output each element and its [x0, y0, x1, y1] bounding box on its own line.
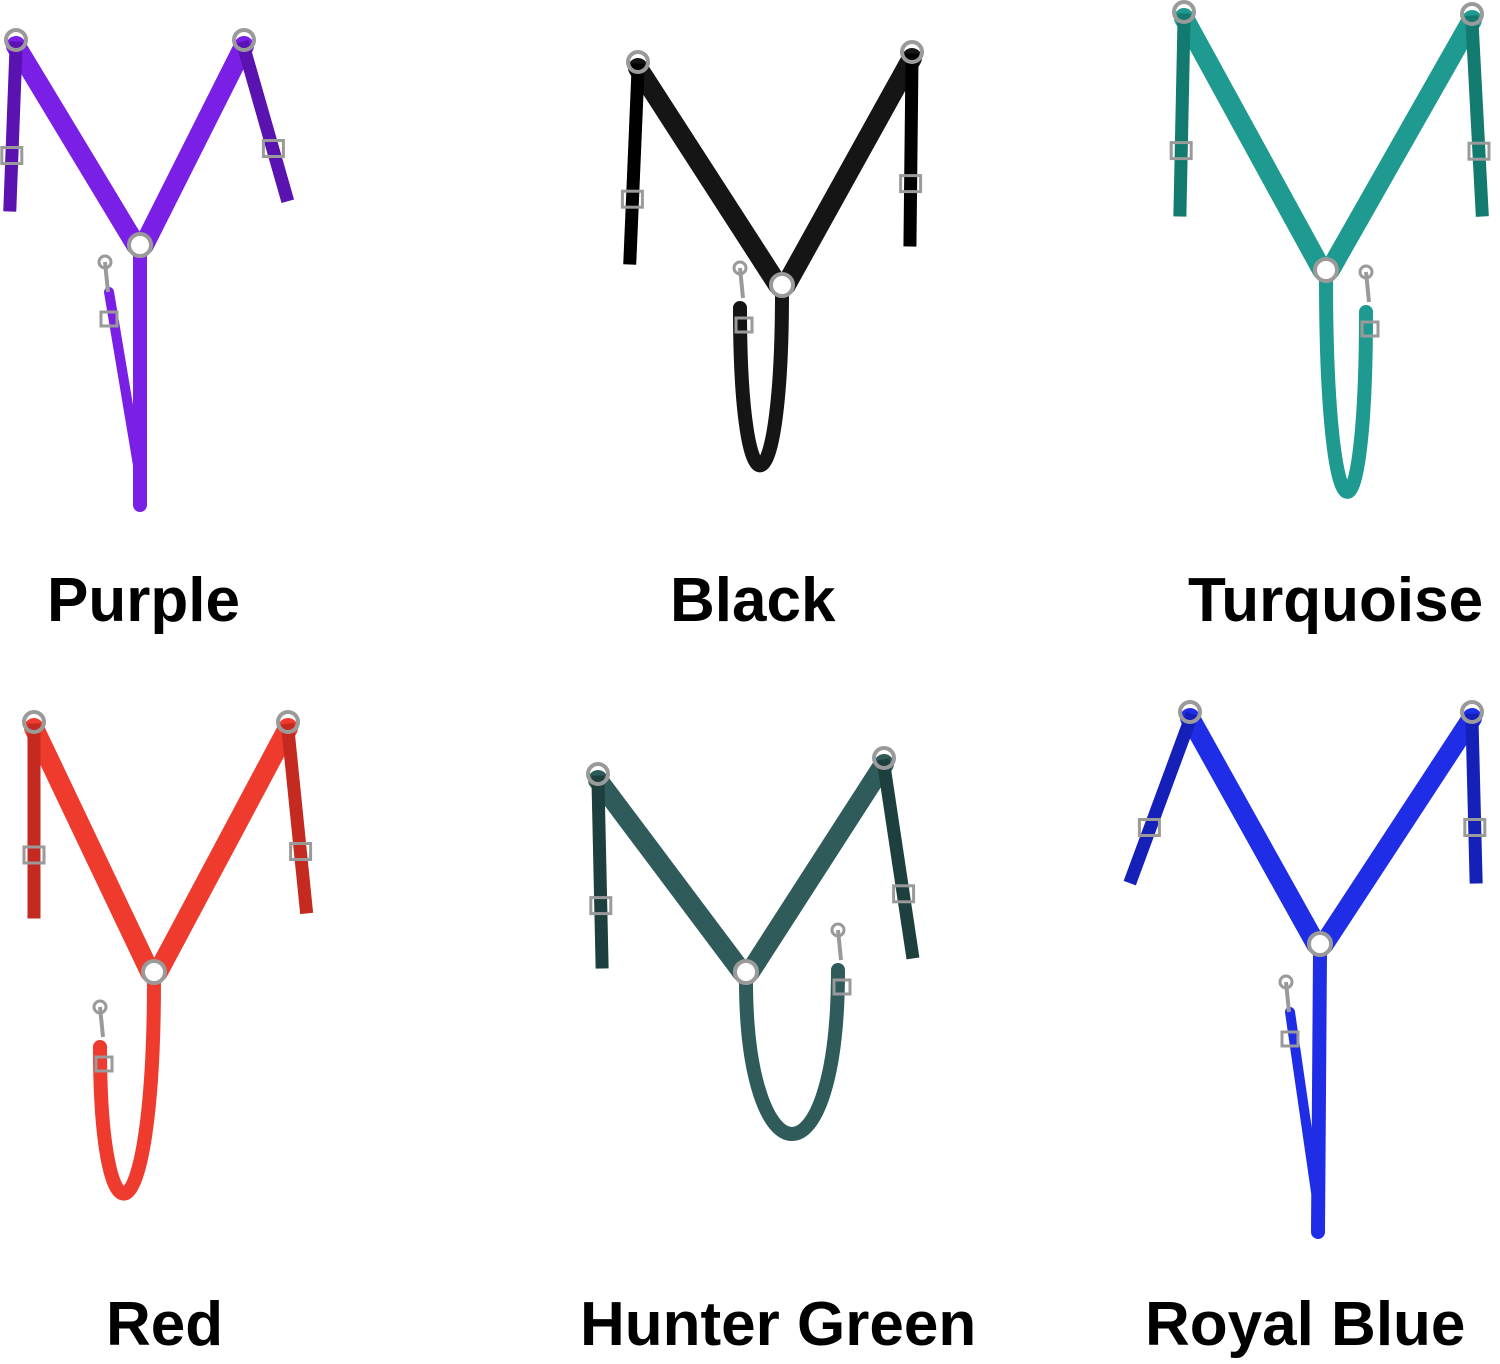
ring-right: [1460, 700, 1484, 724]
tug-right: [235, 39, 295, 204]
ring-center: [127, 232, 153, 258]
tug-right: [903, 53, 919, 247]
martingale-strap-inner: [1285, 1007, 1321, 1197]
color-label-black: Black: [670, 566, 836, 635]
strap-left: [24, 718, 160, 982]
buckle-right: [892, 884, 916, 904]
snap-buckle: [99, 310, 119, 328]
tug-left: [3, 41, 23, 212]
snap-buckle: [1280, 1030, 1300, 1048]
ring-left: [1178, 700, 1202, 724]
tug-right: [280, 722, 314, 915]
product-black: Black: [500, 0, 1000, 682]
color-label-royal-blue: Royal Blue: [1145, 1290, 1466, 1359]
color-label-red: Red: [106, 1290, 224, 1359]
buckle-left: [1137, 818, 1161, 837]
breastcollar-hunter-green-image: [586, 746, 920, 1141]
ring-right: [232, 28, 256, 52]
ring-center: [733, 959, 759, 985]
strap-right: [148, 718, 298, 982]
tug-left: [1173, 13, 1191, 217]
breastcollar-red-image: [22, 710, 314, 1201]
buckle-right: [1467, 141, 1491, 161]
strap-right: [1320, 10, 1482, 280]
martingale-strap: [733, 286, 789, 473]
breastcollar-black-image: [620, 40, 924, 473]
ring-left: [1172, 0, 1196, 24]
buckle-right: [1463, 818, 1487, 837]
product-royal-blue: Royal Blue: [1000, 682, 1500, 1364]
ring-center: [141, 959, 167, 985]
ring-right: [872, 746, 896, 770]
martingale-strap: [93, 973, 161, 1201]
tug-right: [1465, 713, 1483, 884]
ring-right: [900, 40, 924, 64]
ring-right: [1460, 2, 1484, 26]
breastcollar-purple-image: [0, 28, 295, 512]
ring-left: [626, 50, 650, 74]
snap-hook-eye: [92, 999, 108, 1015]
tug-right: [1465, 15, 1489, 217]
ring-center: [1313, 257, 1339, 283]
strap-left: [628, 58, 788, 295]
color-label-purple: Purple: [47, 566, 240, 635]
ring-left: [586, 762, 610, 786]
product-turquoise: Turquoise: [1000, 0, 1500, 682]
martingale-strap-inner: [104, 287, 143, 470]
product-red: Red: [0, 682, 500, 1364]
snap-hook-eye: [97, 254, 113, 270]
snap-hook-eye: [1358, 264, 1374, 280]
strap-left: [1174, 8, 1332, 280]
breastcollar-turquoise-image: [1169, 0, 1491, 499]
snap-buckle: [94, 1055, 114, 1073]
color-label-hunter-green: Hunter Green: [580, 1290, 977, 1359]
strap-right: [740, 754, 894, 982]
buckle-right: [289, 842, 313, 861]
buckle-right: [899, 174, 923, 194]
martingale-strap: [739, 963, 845, 1141]
ring-left: [22, 710, 46, 734]
snap-buckle: [1360, 320, 1380, 338]
snap-hook-eye: [732, 260, 748, 276]
strap-left: [588, 770, 752, 982]
buckle-left: [22, 845, 46, 865]
snap-buckle: [734, 316, 754, 334]
buckle-left: [0, 146, 24, 165]
ring-right: [276, 710, 300, 734]
strap-left: [1180, 708, 1326, 954]
ring-center: [769, 272, 795, 298]
strap-right: [776, 48, 922, 295]
tug-right: [876, 758, 920, 960]
ring-left: [4, 28, 28, 52]
tug-left: [623, 63, 645, 265]
tug-left: [1123, 711, 1199, 886]
buckle-left: [620, 189, 644, 209]
martingale-strap: [1319, 271, 1373, 499]
buckle-left: [1169, 141, 1193, 161]
strap-left: [6, 36, 146, 255]
buckle-right: [261, 139, 285, 158]
buckle-left: [589, 896, 613, 916]
snap-hook-eye: [1278, 974, 1294, 990]
strap-right: [1314, 708, 1482, 954]
ring-center: [1307, 931, 1333, 957]
breastcollar-royal-blue-image: [1123, 700, 1487, 1239]
snap-buckle: [832, 978, 852, 996]
strap-right: [134, 36, 254, 255]
snap-hook-eye: [830, 922, 846, 938]
tug-left: [591, 775, 609, 969]
color-label-turquoise: Turquoise: [1188, 566, 1484, 635]
product-hunter-green: Hunter Green: [500, 682, 1000, 1364]
product-purple: Purple: [0, 0, 500, 682]
